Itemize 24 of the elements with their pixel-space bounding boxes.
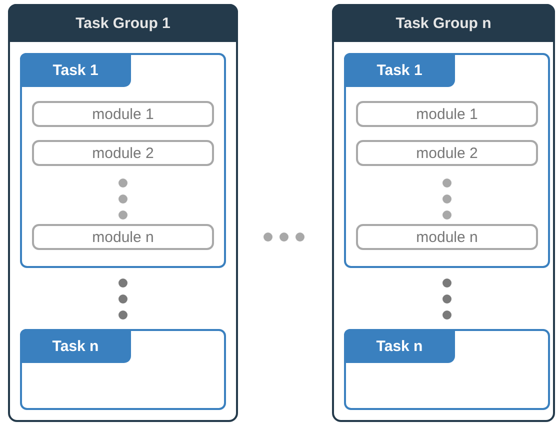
module-box	[356, 101, 538, 127]
task-group-panel	[332, 4, 555, 422]
task-tab: Task 1	[20, 53, 131, 87]
group-header: Task Group n	[332, 4, 555, 42]
module-label: module 2	[416, 144, 478, 162]
module-label: module 1	[416, 106, 478, 122]
module-label: module n	[416, 228, 478, 246]
task-panel	[344, 53, 550, 268]
module-box	[32, 140, 214, 166]
task-panel	[20, 329, 226, 410]
module-label: module 1	[92, 106, 154, 122]
module-label: module 2	[92, 144, 154, 162]
module-label: module n	[92, 228, 154, 246]
task-tab: Task 1	[344, 53, 455, 87]
module-box	[356, 140, 538, 166]
module-box	[32, 224, 214, 250]
module-box	[32, 101, 214, 127]
task-tab: Task n	[344, 329, 455, 363]
module-box	[356, 224, 538, 250]
task-panel	[344, 329, 550, 410]
task-tab: Task n	[20, 329, 131, 363]
task-panel	[20, 53, 226, 268]
task-group-panel	[8, 4, 238, 422]
group-header: Task Group 1	[8, 4, 238, 42]
